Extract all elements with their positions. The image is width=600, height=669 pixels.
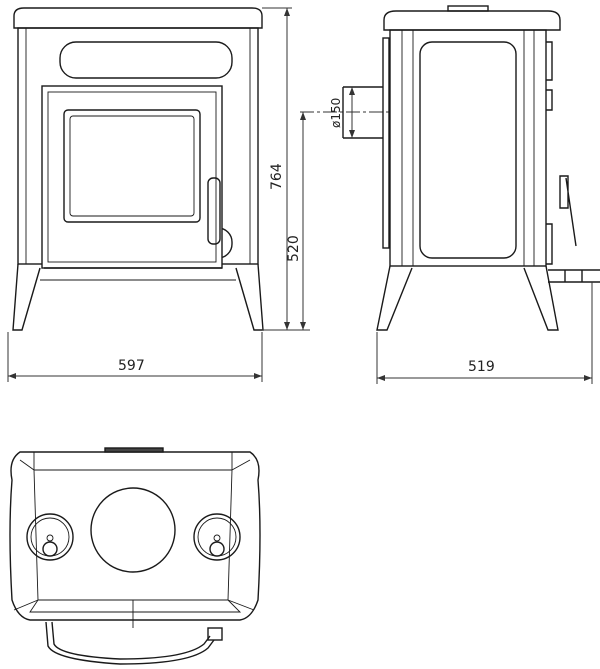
side-ash-ledge xyxy=(548,269,600,283)
flue-diameter-label: ø150 xyxy=(329,98,343,128)
side-right-leg xyxy=(523,265,559,331)
flue-height-label: 520 xyxy=(286,235,302,262)
front-door[interactable] xyxy=(41,85,223,269)
front-door-glass xyxy=(63,109,201,223)
dimension-depth: 519 xyxy=(376,282,593,384)
side-door-handle[interactable] xyxy=(559,175,577,247)
height-label: 764 xyxy=(269,163,285,190)
top-door-handle[interactable] xyxy=(45,621,215,665)
side-panel xyxy=(419,41,517,259)
side-top-cap xyxy=(383,10,561,31)
door-handle[interactable] xyxy=(207,177,221,245)
dimension-height: 764 520 xyxy=(262,7,390,331)
top-view xyxy=(9,447,261,665)
left-air-control-knob[interactable] xyxy=(26,513,74,561)
front-top-cap xyxy=(13,7,263,29)
top-outline xyxy=(9,451,261,621)
right-air-control-knob[interactable] xyxy=(193,513,241,561)
flue-outlet-circle xyxy=(90,487,176,573)
front-right-leg xyxy=(235,263,264,331)
front-top-oval-panel xyxy=(59,41,233,79)
dimension-width: 597 xyxy=(7,332,263,382)
depth-label: 519 xyxy=(468,359,495,375)
flue-pipe xyxy=(342,86,383,139)
front-left-leg xyxy=(12,263,41,331)
side-left-leg xyxy=(376,265,413,331)
side-body xyxy=(389,29,547,267)
side-view: ø150 xyxy=(329,5,600,331)
width-label: 597 xyxy=(118,358,145,374)
front-view xyxy=(12,7,264,331)
